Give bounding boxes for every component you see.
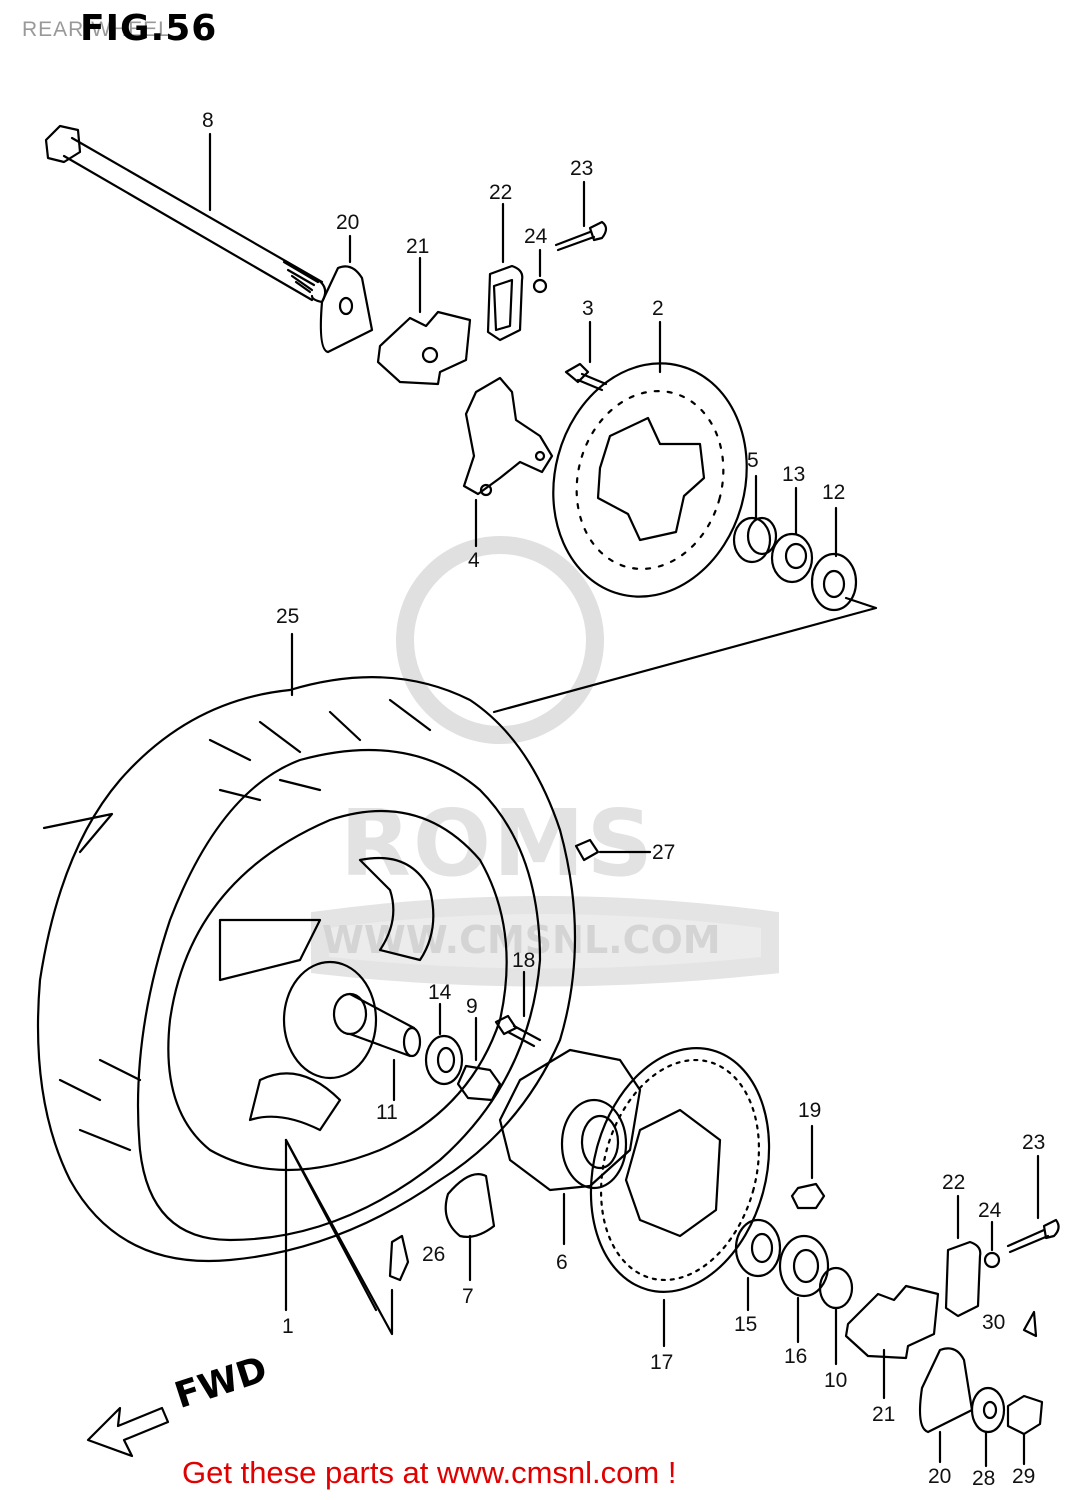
part-label[interactable]: 3: [582, 297, 594, 320]
part-label[interactable]: 4: [468, 549, 480, 572]
part-label[interactable]: 8: [202, 109, 214, 132]
part-label[interactable]: 21: [406, 235, 430, 258]
part-label[interactable]: 2: [652, 297, 664, 320]
part-label[interactable]: 25: [276, 605, 300, 628]
axle-shaft: [44, 124, 327, 304]
part-label[interactable]: 9: [466, 995, 478, 1018]
figure-number: FIG.56: [80, 8, 218, 49]
part-label[interactable]: 21: [872, 1403, 896, 1426]
part-label[interactable]: 12: [822, 481, 846, 504]
part-label[interactable]: 22: [942, 1171, 966, 1194]
part-label[interactable]: 14: [428, 981, 452, 1004]
footer-link[interactable]: Get these parts at www.cmsnl.com !: [182, 1455, 677, 1490]
part-label[interactable]: 11: [376, 1101, 398, 1124]
part-label[interactable]: 1: [282, 1315, 294, 1338]
part-label[interactable]: 13: [782, 463, 806, 486]
part-label[interactable]: 28: [972, 1467, 996, 1490]
watermark-site: WWW.CMSNL.COM: [322, 918, 721, 962]
part-label[interactable]: 29: [1012, 1465, 1036, 1488]
part-label[interactable]: 20: [336, 211, 360, 234]
part-label[interactable]: 7: [462, 1285, 474, 1308]
part-label[interactable]: 5: [747, 449, 759, 472]
part-label[interactable]: 24: [978, 1199, 1002, 1222]
part-label[interactable]: 15: [734, 1313, 758, 1336]
part-label[interactable]: 6: [556, 1251, 568, 1274]
part-label[interactable]: 30: [982, 1311, 1006, 1334]
part-label[interactable]: 20: [928, 1465, 952, 1488]
part-label[interactable]: 17: [650, 1351, 674, 1374]
part-label[interactable]: 19: [798, 1099, 822, 1122]
part-label[interactable]: 16: [784, 1345, 808, 1368]
part-label[interactable]: 27: [652, 841, 676, 864]
part-label[interactable]: 24: [524, 225, 548, 248]
part-label[interactable]: 23: [570, 157, 594, 180]
part-label[interactable]: 18: [512, 949, 536, 972]
page-title: REAR WHEEL: [22, 18, 171, 41]
part-label[interactable]: 23: [1022, 1131, 1046, 1154]
part-label[interactable]: 10: [824, 1369, 848, 1392]
part-label[interactable]: 22: [489, 181, 513, 204]
part-label[interactable]: 26: [422, 1243, 446, 1266]
